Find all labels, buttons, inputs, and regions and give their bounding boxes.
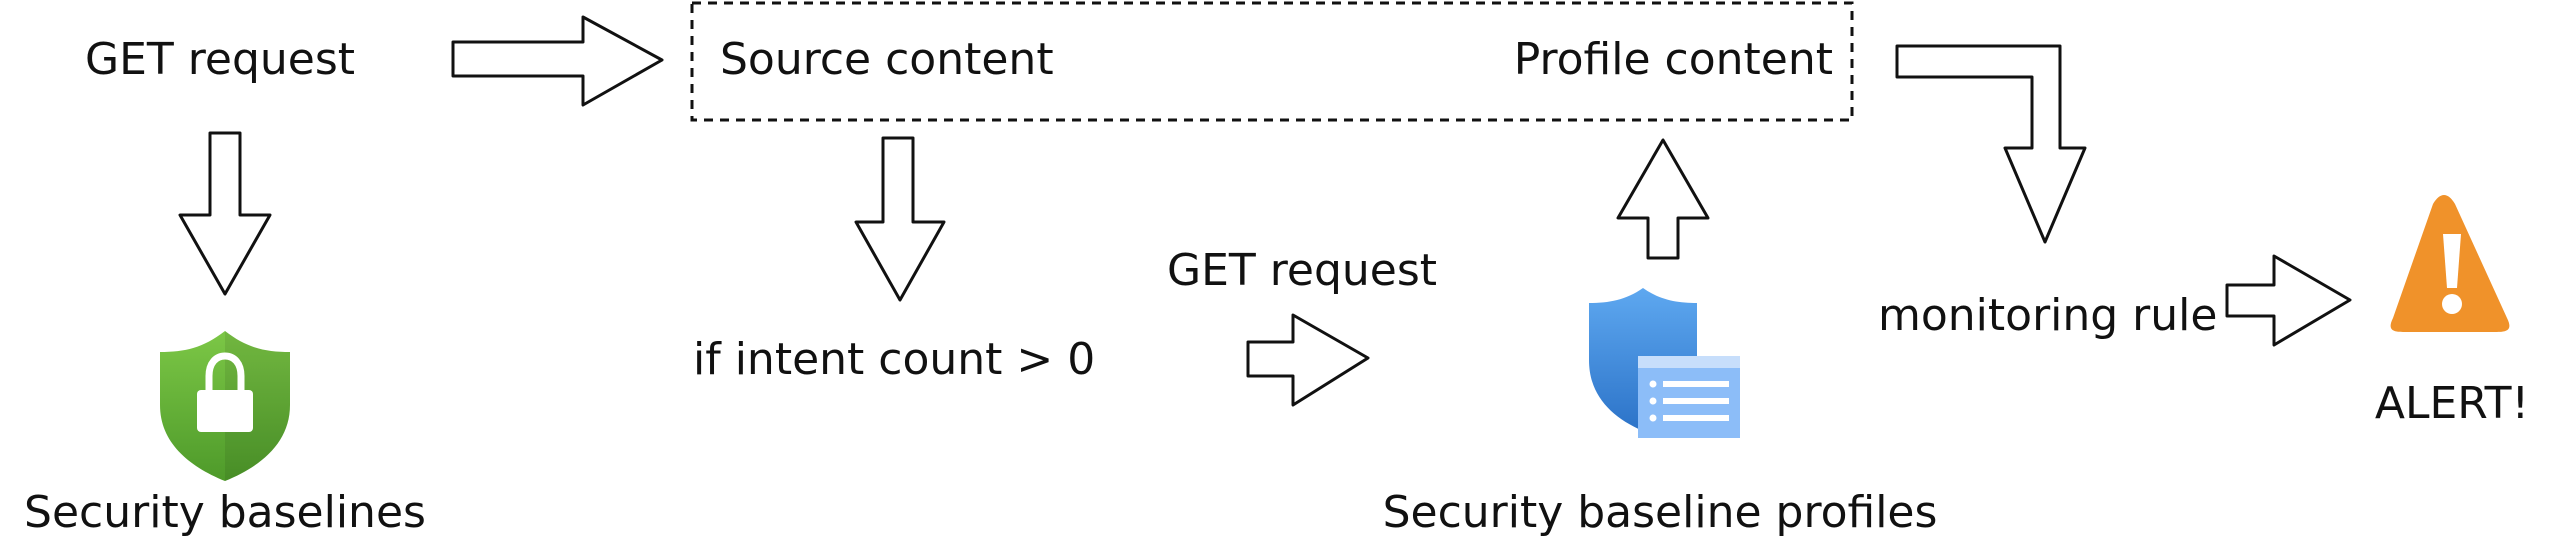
arrow-right-to-alert [2225, 254, 2352, 347]
monitoring-rule-label: monitoring rule [1878, 290, 2217, 341]
arrow-right-to-profiles [1246, 313, 1370, 407]
security-baseline-profiles-label: Security baseline profiles [1383, 487, 1938, 538]
alert-label: ALERT! [2375, 378, 2529, 429]
arrow-elbow-to-monitoring [1895, 44, 2087, 244]
content-dashed-box [690, 1, 1854, 122]
get-request-mid-label: GET request [1167, 245, 1437, 296]
get-request-top-label: GET request [85, 34, 355, 85]
arrow-down-to-baselines [178, 131, 272, 296]
arrow-up-to-profile-content [1616, 138, 1710, 260]
source-content-label: Source content [720, 34, 1054, 85]
arrow-down-to-intent [854, 136, 946, 302]
shield-list-icon [1589, 288, 1740, 438]
shield-lock-icon [160, 331, 290, 481]
profile-content-label: Profile content [1514, 34, 1833, 85]
warning-triangle-icon [2390, 195, 2510, 332]
arrow-right-to-content [451, 15, 664, 107]
security-baselines-label: Security baselines [24, 487, 426, 538]
if-intent-count-label: if intent count > 0 [693, 334, 1095, 385]
